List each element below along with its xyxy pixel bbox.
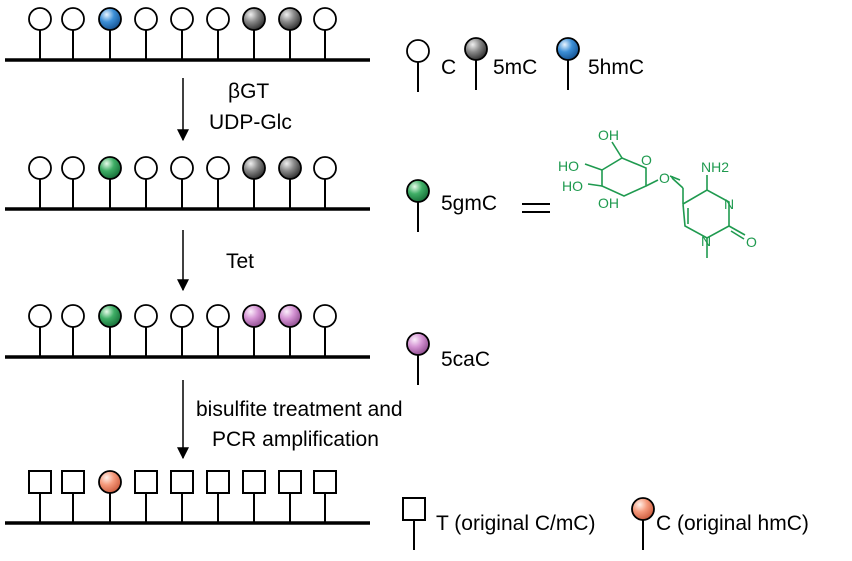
atom-ring-o: O xyxy=(641,152,652,168)
legend-label-5mc: 5mC xyxy=(493,56,537,79)
legend-pin-5gmc xyxy=(406,179,430,232)
pin-c xyxy=(134,7,158,60)
legend-label-5hmc: 5hmC xyxy=(588,56,644,79)
pin-t xyxy=(28,470,52,523)
pin-5gmc xyxy=(98,156,122,209)
pin-c xyxy=(313,7,337,60)
atom-nh2: NH2 xyxy=(701,159,729,175)
pin-5mc xyxy=(278,156,302,209)
dna-strand-row-1 xyxy=(5,7,370,62)
pin-t xyxy=(61,470,85,523)
structure-atom-labels: OH HO HO OH O O NH2 N N O xyxy=(558,127,757,250)
pin-c xyxy=(61,7,85,60)
pin-c xyxy=(28,304,52,357)
step-3-line-2: PCR amplification xyxy=(212,428,379,451)
step-1-line-2: UDP-Glc xyxy=(209,111,292,134)
dna-strand-row-2 xyxy=(5,156,370,211)
pin-t xyxy=(206,470,230,523)
legend-label-c-original-hmc: C (original hmC) xyxy=(656,512,809,535)
pin-c xyxy=(28,156,52,209)
pin-t xyxy=(134,470,158,523)
pin-5cac xyxy=(278,304,302,357)
pin-c xyxy=(170,304,194,357)
atom-carbonyl-o: O xyxy=(746,234,757,250)
pin-5mc xyxy=(278,7,302,60)
legend-label-c: C xyxy=(441,56,456,79)
pin-c xyxy=(313,156,337,209)
atom-ho-1: HO xyxy=(558,158,579,174)
pin-t xyxy=(242,470,266,523)
atom-n3: N xyxy=(724,196,734,212)
legend-label-t-original: T (original C/mC) xyxy=(436,512,595,535)
pin-c xyxy=(134,156,158,209)
pin-t xyxy=(313,470,337,523)
legend-pin-5cac xyxy=(406,332,430,385)
legend-labels: C 5mC 5hmC 5gmC 5caC T (original C/mC) C… xyxy=(436,56,809,535)
pin-c xyxy=(170,7,194,60)
atom-oh-top: OH xyxy=(598,127,619,143)
pin-c xyxy=(206,156,230,209)
legend-pin-c-original-hmc xyxy=(631,497,655,550)
pin-5mc xyxy=(242,7,266,60)
pin-5hmc xyxy=(98,7,122,60)
pin-t xyxy=(278,470,302,523)
pin-c xyxy=(61,156,85,209)
step-1-line-1: βGT xyxy=(228,80,269,103)
pin-5gmc xyxy=(98,304,122,357)
dna-strand-row-3 xyxy=(5,304,370,359)
pin-c xyxy=(61,304,85,357)
legend-label-5cac: 5caC xyxy=(441,348,490,371)
step-3-line-1: bisulfite treatment and xyxy=(196,398,403,421)
pin-c xyxy=(134,304,158,357)
glucosyl-methylcytosine-structure xyxy=(584,141,746,258)
pin-5cac xyxy=(242,304,266,357)
legend-pin-5mc xyxy=(464,37,488,90)
atom-ho-2: HO xyxy=(562,178,583,194)
atom-glycosidic-o: O xyxy=(659,170,670,186)
pin-c xyxy=(28,7,52,60)
legend-pin-5hmc xyxy=(556,37,580,90)
equals-sign xyxy=(522,203,550,213)
legend-pins xyxy=(402,37,655,550)
step-2-line-1: Tet xyxy=(226,250,254,273)
pin-c xyxy=(313,304,337,357)
legend-pin-c xyxy=(406,39,430,92)
pin-c xyxy=(206,304,230,357)
pin-t xyxy=(170,470,194,523)
step-labels: βGT UDP-Glc Tet bisulfite treatment and … xyxy=(196,80,403,451)
atom-oh-bottom: OH xyxy=(598,195,619,211)
dna-strand-row-4 xyxy=(5,470,370,525)
pin-c xyxy=(206,7,230,60)
pin-hmc-c xyxy=(98,470,122,523)
pin-c xyxy=(170,156,194,209)
pin-5mc xyxy=(242,156,266,209)
dna-rows xyxy=(5,7,370,525)
legend-pin-t xyxy=(402,497,426,550)
legend-label-5gmc: 5gmC xyxy=(441,192,497,215)
atom-n1: N xyxy=(701,233,711,249)
